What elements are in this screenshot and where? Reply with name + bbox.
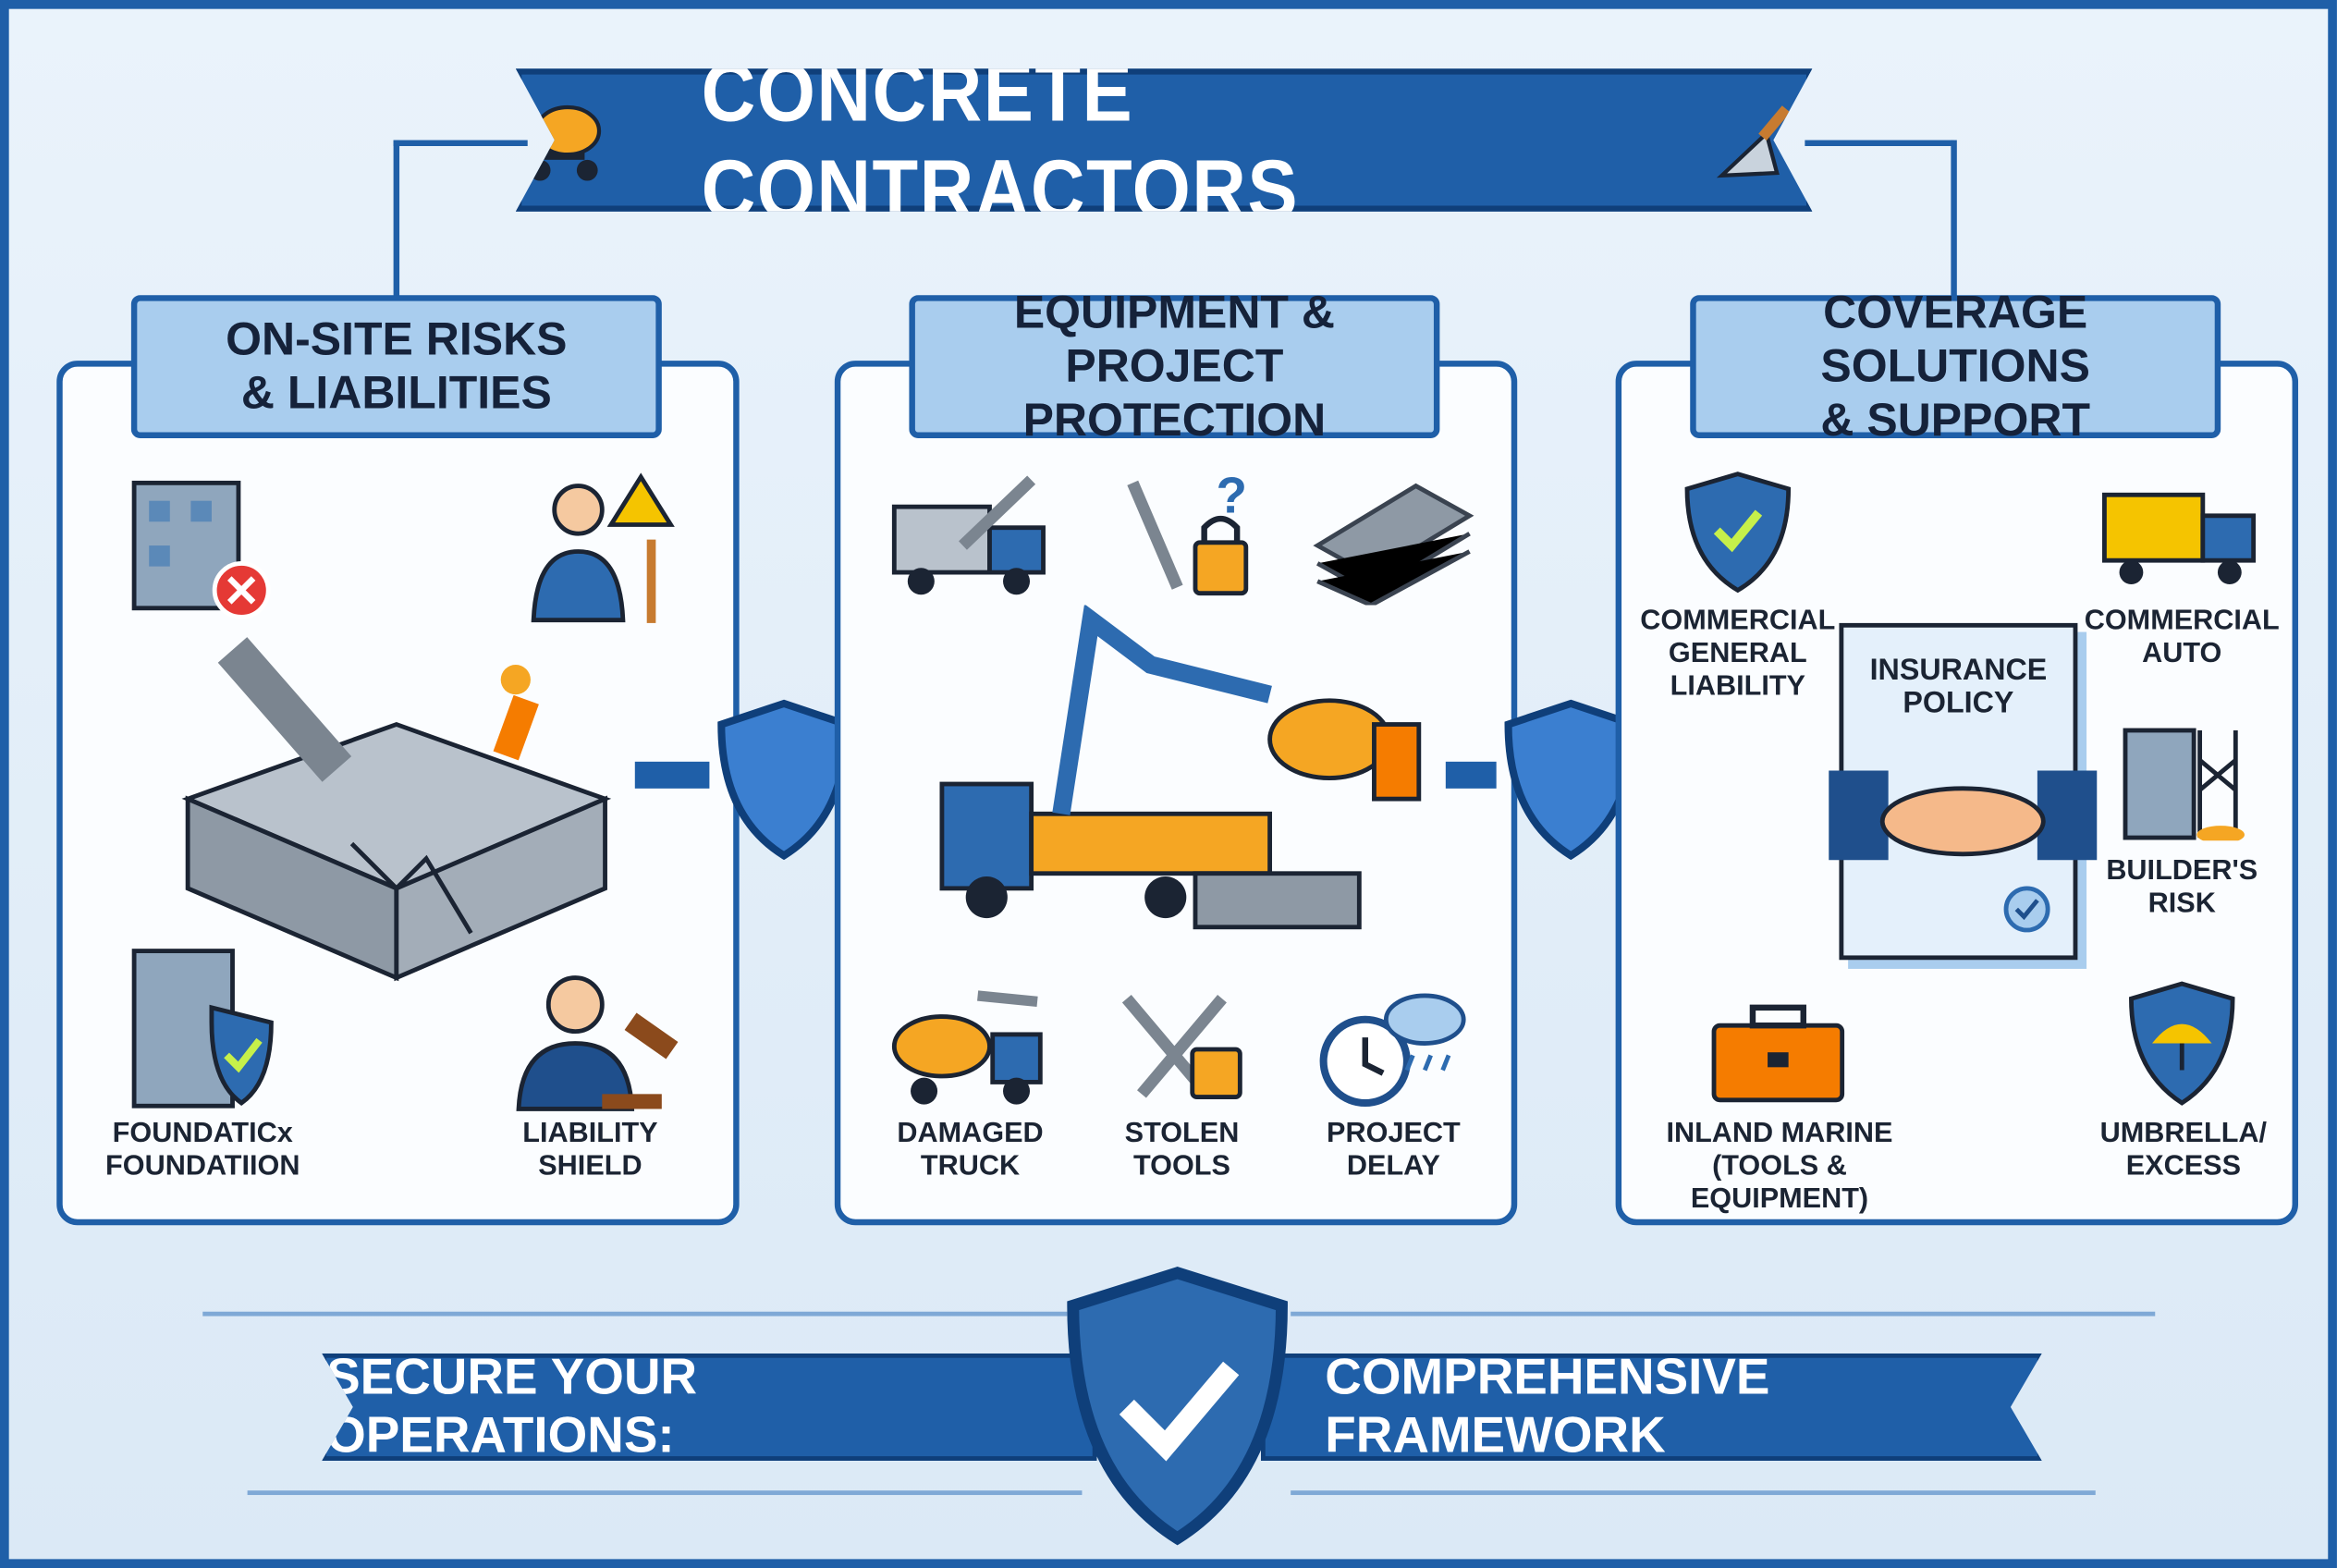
handshake-icon [1829, 770, 2098, 861]
connector-line [393, 140, 400, 304]
tools-lock-icon [1121, 995, 1242, 1099]
footer-banner-left: SECURE YOUR OPERATIONS: [322, 1353, 1097, 1461]
shield-umbrella-icon [2129, 981, 2235, 1106]
flow-connector [1445, 761, 1497, 789]
footer-right-text: COMPREHENSIVE FRAMEWORK [1325, 1349, 1770, 1464]
panel-heading: ON-SITE RISKS & LIABILITIES [130, 295, 662, 438]
wrench-lock-question-icon: ? [1127, 468, 1249, 596]
title-banner: CONCRETE CONTRACTORS [515, 68, 1813, 212]
policy-title: INSURANCE POLICY [1869, 654, 2048, 720]
circuit-line [202, 1311, 1068, 1317]
building-scaffold-icon [2123, 728, 2245, 841]
panel-heading: EQUIPMENT & PROJECT PROTECTION [909, 287, 1440, 446]
flow-connector [634, 761, 710, 789]
item-label: COMMERCIAL AUTO [2084, 605, 2280, 669]
connector-line [393, 140, 528, 146]
item-label: UMBRELLA/ EXCESS [2099, 1118, 2268, 1182]
footer-left-text: SECURE YOUR OPERATIONS: [326, 1349, 698, 1464]
cracked-building-icon [131, 480, 271, 619]
clock-rain-icon [1319, 993, 1466, 1108]
item-label: STOLEN TOOLS [1124, 1118, 1240, 1182]
lawyer-gavel-icon [516, 975, 679, 1111]
concrete-pump-truck-icon [939, 605, 1422, 930]
injured-worker-icon [531, 472, 675, 623]
truck-icon [2102, 492, 2257, 584]
item-label: BUILDER'S RISK [2106, 855, 2258, 920]
insurance-policy-document: INSURANCE POLICY [1829, 622, 2098, 961]
item-label: FOUNDATICx FOUNDATIION [105, 1118, 300, 1182]
item-label: LIABILITY SHIELD [522, 1118, 658, 1182]
building-shield-icon [131, 949, 274, 1109]
circuit-line [1291, 1490, 2096, 1496]
item-label: DAMAGED TRUCK [897, 1118, 1044, 1182]
trowel-icon [1717, 105, 1792, 178]
circuit-line [247, 1490, 1083, 1496]
connector-line [1951, 140, 1957, 304]
connector-line [1805, 140, 1954, 146]
mixer-truck-wrench-icon [891, 990, 1043, 1105]
cracked-slab-fall-icon [181, 637, 612, 982]
damaged-truck-wrench-icon [891, 475, 1046, 595]
svg-text:?: ? [1217, 468, 1247, 523]
check-seal-icon [2003, 886, 2050, 933]
rebar-stack-icon [1313, 483, 1474, 606]
cement-mixer-icon [529, 104, 602, 181]
shield-check-icon [1684, 472, 1792, 594]
footer-banner-right: COMPREHENSIVE FRAMEWORK [1260, 1353, 2042, 1461]
panel-heading: COVERAGE SOLUTIONS & SUPPORT [1690, 287, 2221, 446]
item-label: INLAND MARINE (TOOLS & EQUIPMENT) [1666, 1118, 1893, 1215]
circuit-line [1291, 1311, 2156, 1317]
item-label: PROJECT DELAY [1327, 1118, 1461, 1182]
shield-check-icon [1067, 1267, 1288, 1546]
item-label: COMMERCIAL GENERAL LIABILITY [1640, 605, 1836, 703]
page-title: CONCRETE CONTRACTORS [701, 44, 1299, 236]
toolbox-icon [1711, 1004, 1845, 1103]
